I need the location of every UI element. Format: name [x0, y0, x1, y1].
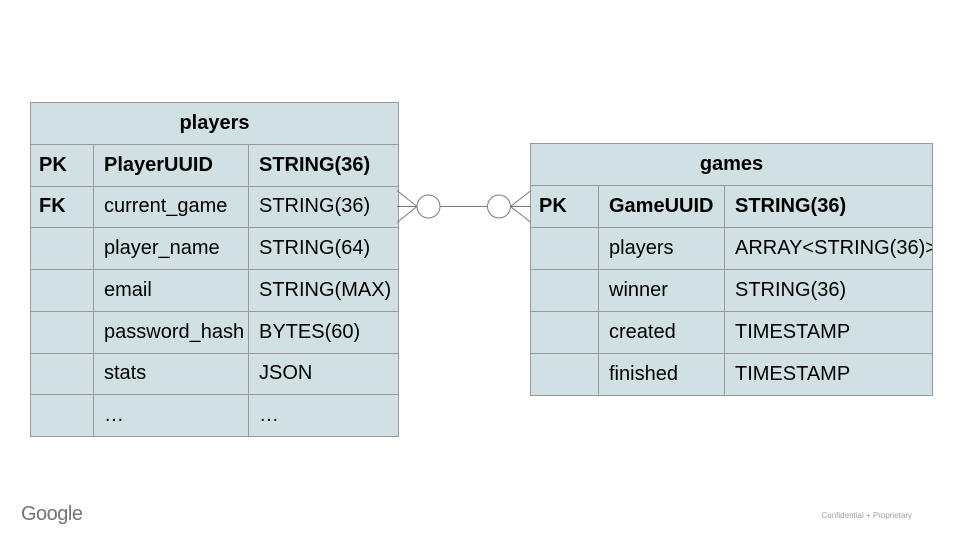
field-cell: GameUUID [598, 185, 725, 228]
key-cell [30, 394, 94, 437]
key-cell [530, 269, 599, 312]
key-cell [30, 310, 94, 354]
key-cell [30, 269, 94, 312]
crow-foot-right-icon [510, 190, 532, 223]
table-row: FK current_game STRING(36) [30, 185, 399, 229]
crow-foot-left-icon [396, 190, 418, 223]
field-cell: password_hash [93, 310, 249, 354]
type-cell: STRING(64) [248, 227, 399, 270]
key-cell [30, 352, 94, 396]
table-row: email STRING(MAX) [30, 269, 399, 312]
players-entity-table: players PK PlayerUUID STRING(36) FK curr… [30, 102, 399, 437]
type-cell: STRING(MAX) [248, 269, 399, 312]
games-table-title: games [529, 143, 934, 186]
table-row: created TIMESTAMP [530, 311, 934, 354]
table-row: player_name STRING(64) [30, 227, 399, 270]
field-cell: finished [598, 353, 725, 396]
table-row: … … [30, 394, 399, 437]
table-row: stats JSON [30, 352, 399, 396]
table-header-row: players [30, 102, 399, 145]
type-cell: STRING(36) [248, 185, 399, 229]
type-cell: STRING(36) [723, 269, 934, 312]
confidential-note: Confidential + Proprietary [821, 511, 913, 520]
type-cell: ARRAY<STRING(36)> [723, 227, 934, 270]
key-cell [530, 311, 599, 354]
table-header-row: games [529, 143, 934, 186]
key-cell [530, 227, 599, 270]
games-entity-table: games PK GameUUID STRING(36) players ARR… [529, 143, 934, 396]
field-cell: player_name [93, 227, 249, 270]
relationship-connector [396, 190, 532, 223]
table-row: PK PlayerUUID STRING(36) [30, 143, 399, 187]
type-cell: … [248, 394, 399, 437]
type-cell: STRING(36) [723, 185, 934, 228]
table-row: finished TIMESTAMP [530, 353, 934, 396]
field-cell: stats [93, 352, 249, 396]
type-cell: TIMESTAMP [723, 353, 934, 396]
key-cell: FK [30, 185, 94, 229]
zero-circle-right-icon [487, 194, 511, 219]
players-table-title: players [30, 102, 399, 145]
field-cell: email [93, 269, 249, 312]
field-cell: … [93, 394, 249, 437]
key-cell [530, 353, 599, 396]
key-cell [30, 227, 94, 270]
type-cell: JSON [248, 352, 399, 396]
type-cell: TIMESTAMP [723, 311, 934, 354]
key-cell: PK [530, 185, 599, 228]
field-cell: players [598, 227, 725, 270]
field-cell: current_game [93, 185, 249, 229]
zero-circle-left-icon [416, 194, 441, 219]
table-row: password_hash BYTES(60) [30, 310, 399, 354]
field-cell: created [598, 311, 725, 354]
type-cell: STRING(36) [248, 143, 399, 187]
google-logo: Google [21, 503, 83, 525]
type-cell: BYTES(60) [248, 310, 399, 354]
field-cell: winner [598, 269, 725, 312]
table-row: players ARRAY<STRING(36)> [530, 227, 934, 270]
table-row: winner STRING(36) [530, 269, 934, 312]
key-cell: PK [30, 143, 94, 187]
table-row: PK GameUUID STRING(36) [530, 185, 934, 228]
field-cell: PlayerUUID [93, 143, 249, 187]
